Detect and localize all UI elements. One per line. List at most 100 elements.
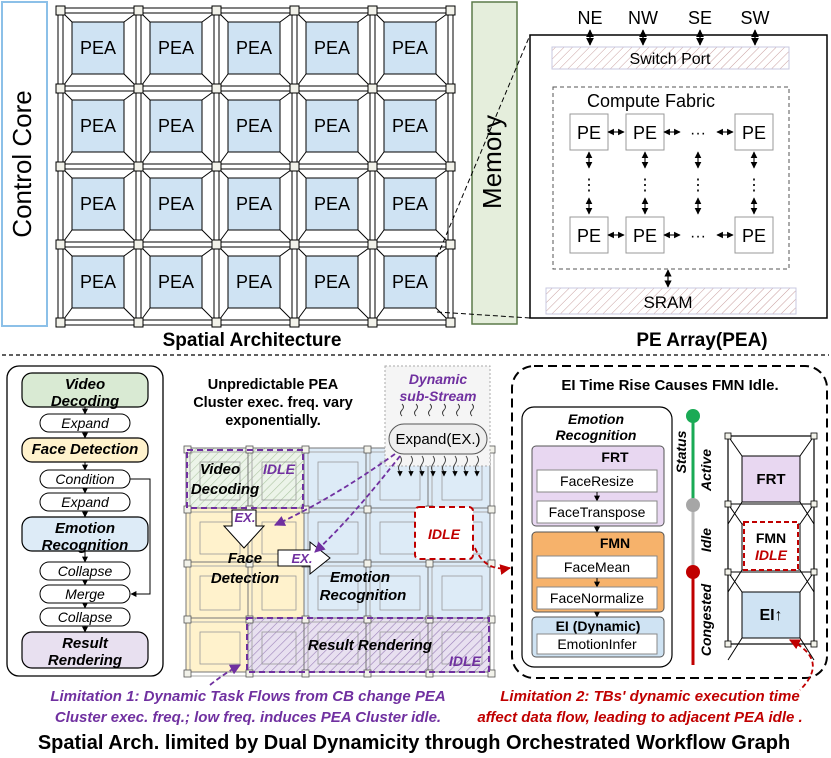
er-card-title: Recognition	[556, 427, 637, 443]
mini-fmn-idle-outline	[743, 521, 799, 571]
mini-node	[810, 640, 818, 648]
pea-cell	[149, 99, 203, 153]
mini-fmn-label: FMN	[756, 530, 786, 546]
cluster-cell	[317, 461, 359, 501]
pea-cell	[383, 177, 437, 231]
cluster-emotion-label: Recognition	[320, 587, 407, 604]
router-node	[289, 5, 300, 16]
pea-cell	[305, 99, 359, 153]
wf-video-decoding-label: Video	[65, 376, 105, 393]
wf-condition-label: Condition	[55, 471, 114, 487]
video-region-fill	[186, 448, 304, 508]
router-node	[289, 239, 300, 250]
wf-video-decoding-label: Decoding	[51, 393, 119, 410]
cluster-node	[301, 615, 310, 624]
idle-to-panel-arrow	[474, 547, 512, 575]
cluster-cell	[317, 631, 359, 665]
router-node	[367, 5, 378, 16]
router-node	[55, 161, 66, 172]
pe-cell	[734, 216, 774, 254]
unpredictable-line-1: Unpredictable PEA	[208, 377, 339, 393]
mini-node	[724, 432, 732, 440]
pe-ellipsis: ···	[690, 125, 706, 142]
cluster-node	[425, 615, 434, 624]
result-idle-outline	[246, 617, 490, 673]
router-node	[133, 161, 144, 172]
cluster-cell	[441, 631, 483, 665]
router-node	[367, 239, 378, 250]
stream-squiggle	[474, 455, 480, 477]
footer-title: Spatial Arch. limited by Dual Dynamicity…	[38, 732, 790, 754]
limitation-1-line-1: Limitation 1: Dynamic Task Flows from CB…	[50, 688, 445, 705]
router-node	[211, 83, 222, 94]
mini-node	[724, 640, 732, 648]
cluster-node	[425, 669, 434, 678]
wf-merge-label: Merge	[65, 586, 105, 602]
pea-cell-label: PEA	[236, 272, 272, 292]
congested-label: Congested	[698, 583, 714, 656]
cluster-node	[425, 559, 434, 568]
router-node	[133, 5, 144, 16]
port-label: SW	[741, 8, 770, 28]
mini-pea-box	[741, 455, 801, 503]
router-node	[367, 161, 378, 172]
pea-cell-label: PEA	[158, 272, 194, 292]
pea-cell-label: PEA	[392, 38, 428, 58]
condition-bypass-arrow	[130, 478, 151, 597]
pe-vellipsis: ⋮	[581, 177, 597, 194]
stream-squiggle	[414, 403, 418, 417]
port-label: SE	[688, 8, 712, 28]
mini-node	[810, 432, 818, 440]
router-node	[133, 239, 144, 250]
pe-cell-label: PE	[633, 226, 657, 246]
ex-dashed-arrow-2	[314, 455, 401, 553]
limitation2-pointer	[789, 639, 814, 691]
pea-cell	[71, 99, 125, 153]
pe-cell	[734, 113, 774, 151]
stream-squiggle	[463, 455, 469, 477]
router-node	[55, 5, 66, 16]
cluster-cell	[261, 631, 297, 665]
pea-cell	[305, 255, 359, 309]
mini-ei-label: EI↑	[759, 607, 782, 624]
expand-ex-label: Expand(EX.)	[395, 431, 480, 448]
wf-expand-label: Expand	[61, 415, 110, 431]
pea-cell	[149, 21, 203, 75]
cluster-face-label: Detection	[211, 570, 279, 587]
wf-collapse-2-label: Collapse	[58, 609, 113, 625]
stream-squiggle	[400, 403, 404, 417]
zoom-line-top	[436, 34, 531, 258]
video-idle-outline	[186, 449, 304, 509]
fmn-group-op-label: FaceNormalize	[550, 590, 644, 606]
sram-label: SRAM	[643, 293, 692, 312]
pea-cell	[383, 255, 437, 309]
cluster-node	[245, 559, 254, 568]
stream-squiggle	[430, 455, 436, 477]
result-idle-label: IDLE	[449, 653, 482, 669]
wf-expand-2-label: Expand	[61, 494, 110, 510]
ei-panel-title: EI Time Rise Causes FMN Idle.	[561, 377, 778, 394]
cluster-node	[363, 505, 372, 514]
limitation-2-line-2: affect data flow, leading to adjacent PE…	[477, 709, 802, 726]
cluster-video-label: Decoding	[191, 481, 259, 498]
pea-cell-label: PEA	[314, 272, 350, 292]
pe-array-box	[529, 34, 828, 319]
stream-squiggle	[397, 455, 403, 477]
mini-node	[724, 568, 732, 576]
ex-arrow-down	[222, 509, 266, 549]
pe-cell-label: PE	[742, 123, 766, 143]
cluster-node	[183, 669, 192, 678]
compute-fabric-box	[552, 86, 790, 270]
ex-label-1: EX.	[235, 510, 256, 525]
switch-port-box	[551, 46, 790, 70]
wf-result-rendering	[21, 631, 149, 669]
compute-fabric-label: Compute Fabric	[587, 91, 715, 111]
fmn-group-op-label: FaceMean	[564, 559, 630, 575]
cluster-cell	[379, 575, 421, 611]
pea-cell-label: PEA	[80, 116, 116, 136]
cluster-cell	[317, 521, 359, 555]
fmn-group-title: FMN	[600, 535, 630, 551]
